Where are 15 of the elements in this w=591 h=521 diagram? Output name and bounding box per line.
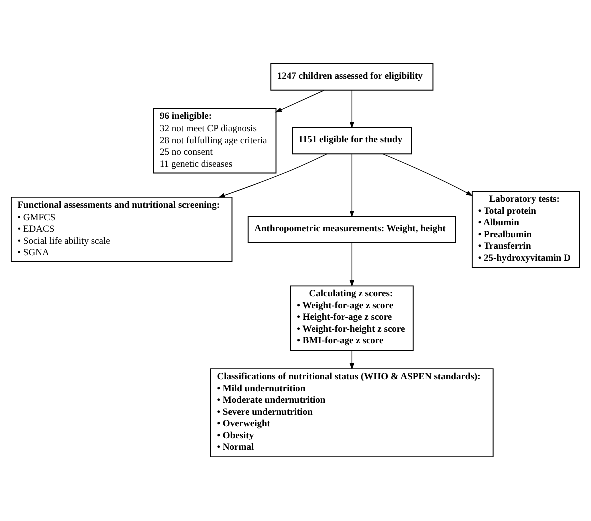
node-box: Functional assessments and nutritional screening: • GMFCS • EDACS • Social life ability scale • SGNA bbox=[11, 196, 233, 262]
node-box: 1151 eligible for the study bbox=[292, 127, 412, 155]
node-box: Laboratory tests: • Total protein • Albumin • Prealbumin • Transferrin • 25-hydroxyvitamin D bbox=[472, 191, 580, 268]
node-box: 96 ineligible: 32 not meet CP diagnosis 28 not fulfulling age criteria 25 no consent 11 genetic diseases bbox=[153, 108, 277, 174]
node-box: 1247 children assessed for eligibility bbox=[270, 63, 434, 91]
arrow bbox=[350, 350, 354, 370]
node-box: Anthropometric measurements: Weight, height bbox=[248, 216, 456, 244]
arrow bbox=[382, 154, 474, 196]
arrow bbox=[275, 90, 325, 113]
node-box: Calculating z scores: • Weight-for-age z score • Height-for-age z score • Weight-for-height z score • BMI-for-age z score bbox=[290, 286, 414, 352]
arrow bbox=[350, 242, 354, 288]
arrow bbox=[218, 154, 328, 198]
arrow bbox=[350, 154, 354, 218]
node-box: Classifications of nutritional status (WHO & ASPEN standards): • Mild undernutrition • Moderate undernutrition • Severe undernutrition • Overweight • Obesity • Normal bbox=[210, 368, 494, 458]
arrow bbox=[350, 90, 354, 129]
